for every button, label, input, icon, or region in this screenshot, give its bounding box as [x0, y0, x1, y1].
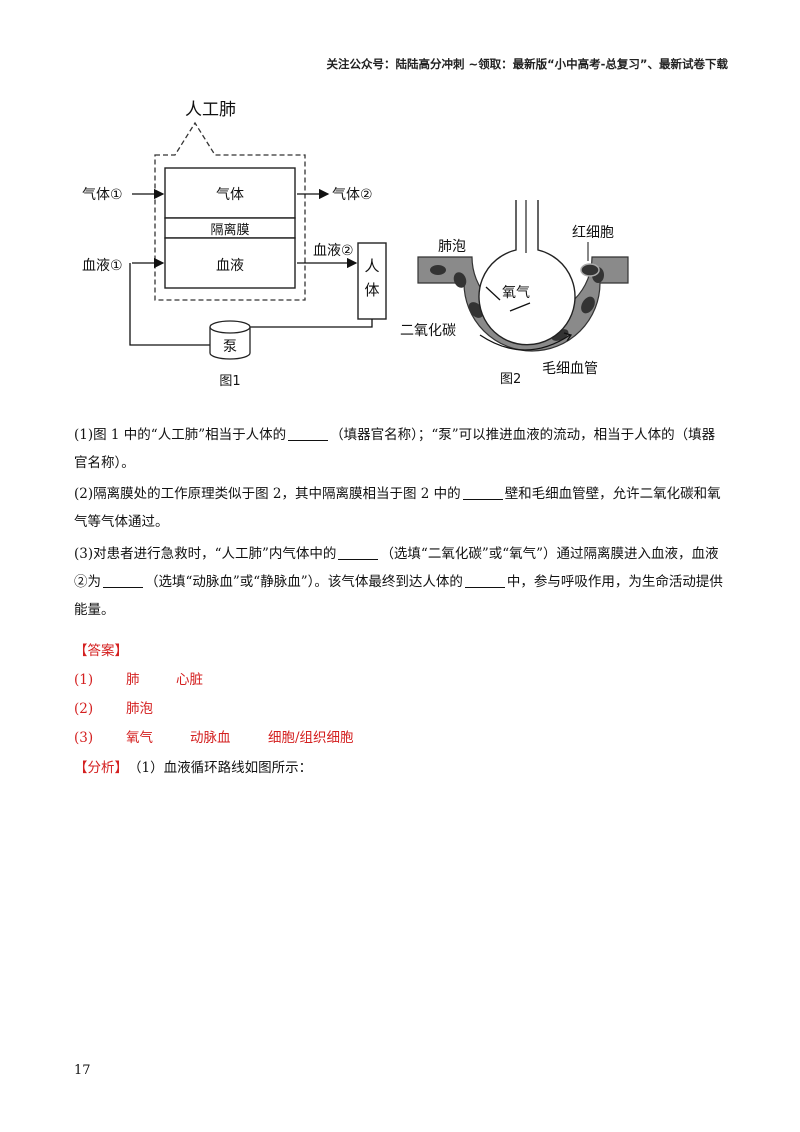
figure-1-caption: 图1 — [219, 374, 240, 389]
q3-text-d: 中，参与呼吸作用，为生命活动提供能量。 — [74, 574, 723, 618]
gas-chamber — [164, 167, 296, 219]
answer-row-3: (3) 氧气 动脉血 细胞/组织细胞 — [74, 726, 354, 746]
q1-text-c: （填器官名称）。 — [74, 427, 716, 471]
gas-in-label: 气体① — [82, 187, 123, 203]
artificial-lung-outline — [154, 121, 306, 301]
answer-2-num: (2) — [74, 701, 94, 717]
capillary-label: 毛细血管 — [542, 361, 598, 377]
analysis-line: 【分析】（1）血液循环路线如图所示： — [74, 756, 312, 776]
answer-1-item-2: 心脏 — [176, 672, 203, 688]
gas-chamber-label: 气体 — [216, 187, 244, 203]
pump-icon — [209, 320, 251, 360]
oxygen-label: 氧气 — [502, 285, 530, 301]
pump-label: 泵 — [223, 339, 237, 355]
artificial-lung-label: 人工肺 — [185, 100, 236, 120]
figure-2-caption: 图2 — [500, 372, 521, 387]
red-cell-highlight — [580, 263, 600, 277]
q3-blank-3 — [464, 573, 505, 588]
q3-blank-1 — [338, 545, 379, 560]
question-1: (1)图 1 中的“人工肺”相当于人体的 （填器官名称）；“泵”可以推进血液的流动… — [74, 421, 726, 477]
answer-3-item-3: 细胞/组织细胞 — [268, 730, 354, 746]
q1-text-a: (1)图 1 中的“人工肺”相当于人体的 — [74, 427, 287, 443]
page-number: 17 — [74, 1063, 91, 1078]
q3-text-b: （选填“二氧化碳”或“氧气”）通过隔离膜进入血液，血液②为 — [74, 546, 719, 590]
q3-text-c: （选填“动脉血”或“静脉血”）。该气体最终到达人体的 — [145, 574, 463, 590]
body-box — [357, 242, 387, 320]
figure-2-alveolus-capillary: 肺泡 红细胞 氧气 二氧化碳 毛细血管 图2 — [400, 200, 629, 387]
blood-in-label: 血液① — [82, 258, 123, 274]
membrane-label: 隔离膜 — [210, 222, 249, 238]
answer-3-num: (3) — [74, 730, 94, 746]
body-label-2: 体 — [364, 281, 379, 299]
q3-blank-2 — [103, 573, 143, 588]
analysis-heading: 【分析】 — [74, 760, 128, 776]
q2-text-a: (2)隔离膜处的工作原理类似于图 2，其中隔离膜相当于图 2 中的 — [74, 486, 461, 502]
co2-label: 二氧化碳 — [400, 323, 456, 339]
answer-row-2: (2) 肺泡 — [74, 697, 153, 717]
analysis-text: （1）血液循环路线如图所示： — [128, 760, 313, 776]
answer-row-1: (1) 肺 心脏 — [74, 668, 203, 688]
answer-1-item-1: 肺 — [126, 672, 140, 688]
q1-text-b: （填器官名称）；“泵”可以推进血液的流动，相当于人体的 — [330, 427, 675, 443]
blood-chamber-label: 血液 — [216, 258, 244, 274]
q2-blank — [462, 485, 503, 500]
blood-out-label: 血液② — [313, 243, 354, 259]
blood-chamber — [164, 237, 296, 289]
answer-1-num: (1) — [74, 672, 94, 688]
alveolus — [478, 200, 576, 346]
body-label-1: 人 — [364, 257, 379, 275]
page-header: 关注公众号：陆陆高分冲刺 ~领取：最新版“小中高考-总复习”、最新试卷下载 — [326, 57, 728, 71]
question-3: (3)对患者进行急救时，“人工肺”内气体中的（选填“二氧化碳”或“氧气”）通过隔… — [74, 540, 726, 624]
answer-2-item-1: 肺泡 — [126, 701, 153, 717]
alveolus-label: 肺泡 — [438, 239, 466, 255]
question-2: (2)隔离膜处的工作原理类似于图 2，其中隔离膜相当于图 2 中的壁和毛细血管壁… — [74, 480, 726, 536]
figure-1-artificial-lung: 人工肺 气体 隔离膜 血液 气体① 气体② 血液① 血液② 人 体 泵 图1 — [82, 100, 387, 389]
rbc-label: 红细胞 — [572, 225, 614, 241]
answer-heading: 【答案】 — [74, 643, 128, 659]
q3-text-a: (3)对患者进行急救时，“人工肺”内气体中的 — [74, 546, 337, 562]
q2-text-b: 壁和毛细血管壁，允许二氧化碳和氧气等气体通过。 — [74, 486, 721, 530]
q1-blank-1 — [288, 426, 329, 441]
answer-3-item-1: 氧气 — [126, 730, 153, 746]
answer-3-item-2: 动脉血 — [190, 730, 231, 746]
gas-out-label: 气体② — [332, 187, 373, 203]
